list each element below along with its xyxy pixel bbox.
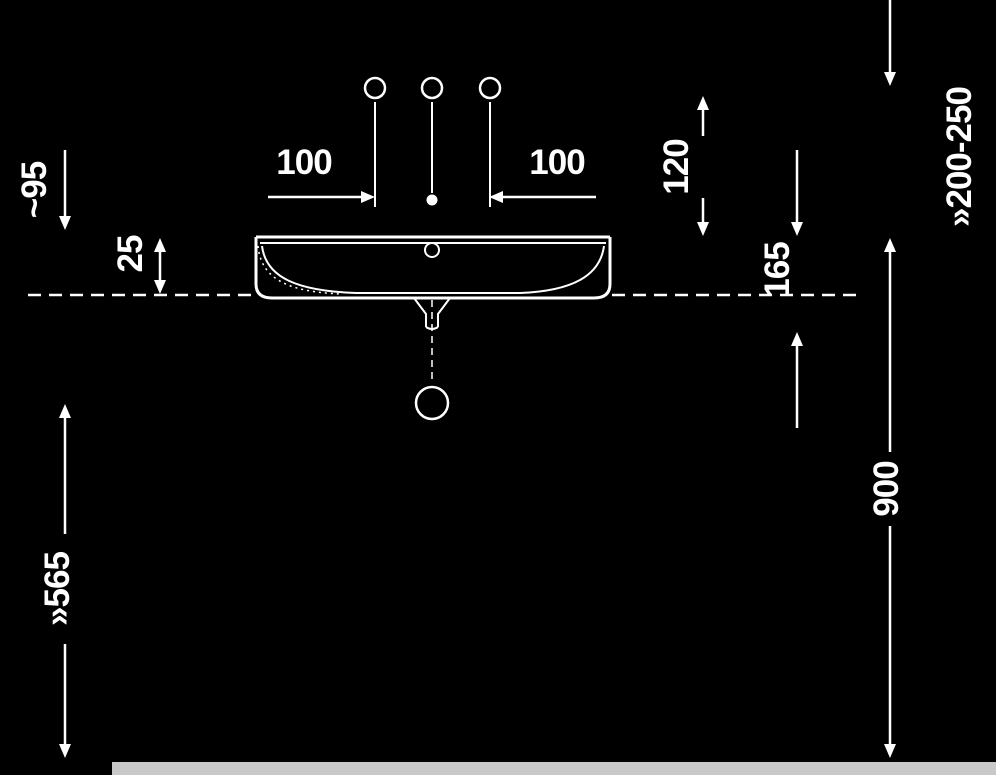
dim-label-rim-to-console: 25 [111, 235, 150, 272]
dim-label-console-clearance: ~95 [15, 161, 54, 218]
arrowhead-up-icon [59, 404, 71, 418]
arrowhead-up-icon [884, 238, 896, 252]
arrowhead-down-icon [59, 744, 71, 758]
dim-label-rim-to-outlet: 165 [758, 242, 797, 298]
floor-line [112, 762, 996, 775]
arrowhead-left-icon [489, 191, 503, 203]
arrowhead-up-icon [697, 96, 709, 110]
tap-hole-center [420, 76, 444, 100]
tap-hole-right [478, 76, 502, 100]
basin-bowl-left-curve [261, 245, 357, 294]
dim-label-rim-height: 900 [867, 461, 906, 517]
arrowhead-up-icon [791, 332, 803, 346]
arrowhead-down-icon [154, 280, 166, 294]
basin-bowl-right-curve [519, 245, 605, 294]
arrowhead-up-icon [154, 238, 166, 252]
arrowhead-down-icon [884, 72, 896, 86]
dim-label-outlet-range: »200-250 [940, 87, 979, 227]
dim-label-tap-spacing-left: 100 [276, 143, 332, 182]
dim-label-tap-spacing-right: 100 [529, 143, 585, 182]
deck-tap-hole [424, 242, 440, 258]
arrowhead-down-icon [884, 744, 896, 758]
basin-outline [254, 235, 612, 300]
arrowhead-down-icon [697, 222, 709, 236]
tap-hole-left [363, 76, 387, 100]
arrowhead-down-icon [59, 216, 71, 230]
arrowhead-down-icon [791, 222, 803, 236]
dim-label-tap-to-rim: 120 [657, 139, 696, 195]
center-reference-dot [426, 194, 438, 206]
arrowhead-right-icon [361, 191, 375, 203]
dim-label-floor-to-trap: »565 [38, 552, 77, 626]
drain-outlet-circle [414, 385, 450, 421]
basin-bowl-hidden-curve [257, 245, 343, 295]
